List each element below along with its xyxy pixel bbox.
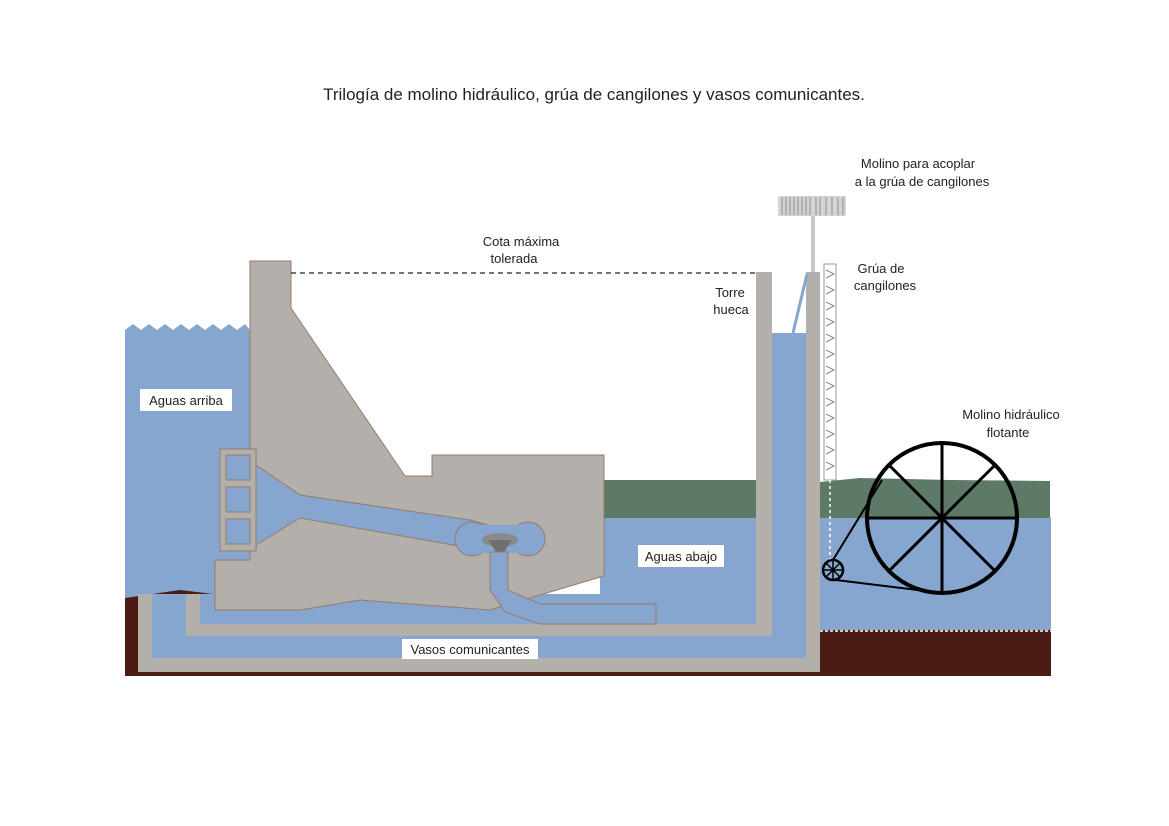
svg-text:Molino para acoplar: Molino para acoplar — [861, 156, 976, 171]
svg-text:Aguas abajo: Aguas abajo — [645, 549, 717, 564]
label-molino-flotante: Molino hidráulico flotante — [962, 407, 1060, 440]
windmill-rotor-icon — [778, 196, 846, 216]
turbine-icon — [482, 533, 518, 552]
hollow-tower-wall — [756, 272, 772, 636]
svg-text:cangilones: cangilones — [854, 278, 917, 293]
label-grua-cangilones: Grúa de cangilones — [854, 261, 917, 293]
label-molino-acoplar: Molino para acoplar a la grúa de cangilo… — [855, 156, 990, 189]
draft-tube — [489, 551, 657, 625]
label-aguas-abajo: Aguas abajo — [638, 545, 724, 567]
intake-grille — [219, 448, 257, 552]
dam-body — [214, 260, 605, 611]
label-cota-maxima: Cota máxima tolerada — [483, 234, 560, 266]
svg-text:hueca: hueca — [713, 302, 749, 317]
svg-text:Aguas arriba: Aguas arriba — [149, 393, 223, 408]
label-vasos-comunicantes: Vasos comunicantes — [402, 639, 538, 659]
river-water — [820, 518, 1051, 630]
svg-text:Cota máxima: Cota máxima — [483, 234, 560, 249]
diagram-title: Trilogía de molino hidráulico, grúa de c… — [323, 85, 865, 104]
svg-text:Molino hidráulico: Molino hidráulico — [962, 407, 1060, 422]
label-torre-hueca: Torre hueca — [706, 284, 754, 320]
bucket-crane — [791, 216, 837, 560]
downstream-vegetation — [600, 480, 760, 518]
pulley-wheel — [821, 558, 845, 582]
svg-text:Torre: Torre — [715, 285, 745, 300]
svg-text:tolerada: tolerada — [491, 251, 539, 266]
drive-belt — [832, 479, 943, 594]
svg-text:a la grúa de cangilones: a la grúa de cangilones — [855, 174, 990, 189]
svg-text:flotante: flotante — [987, 425, 1030, 440]
svg-text:Grúa de: Grúa de — [858, 261, 905, 276]
floating-water-wheel — [865, 441, 1019, 595]
label-aguas-arriba: Aguas arriba — [140, 389, 232, 411]
svg-text:Vasos comunicantes: Vasos comunicantes — [411, 642, 530, 657]
